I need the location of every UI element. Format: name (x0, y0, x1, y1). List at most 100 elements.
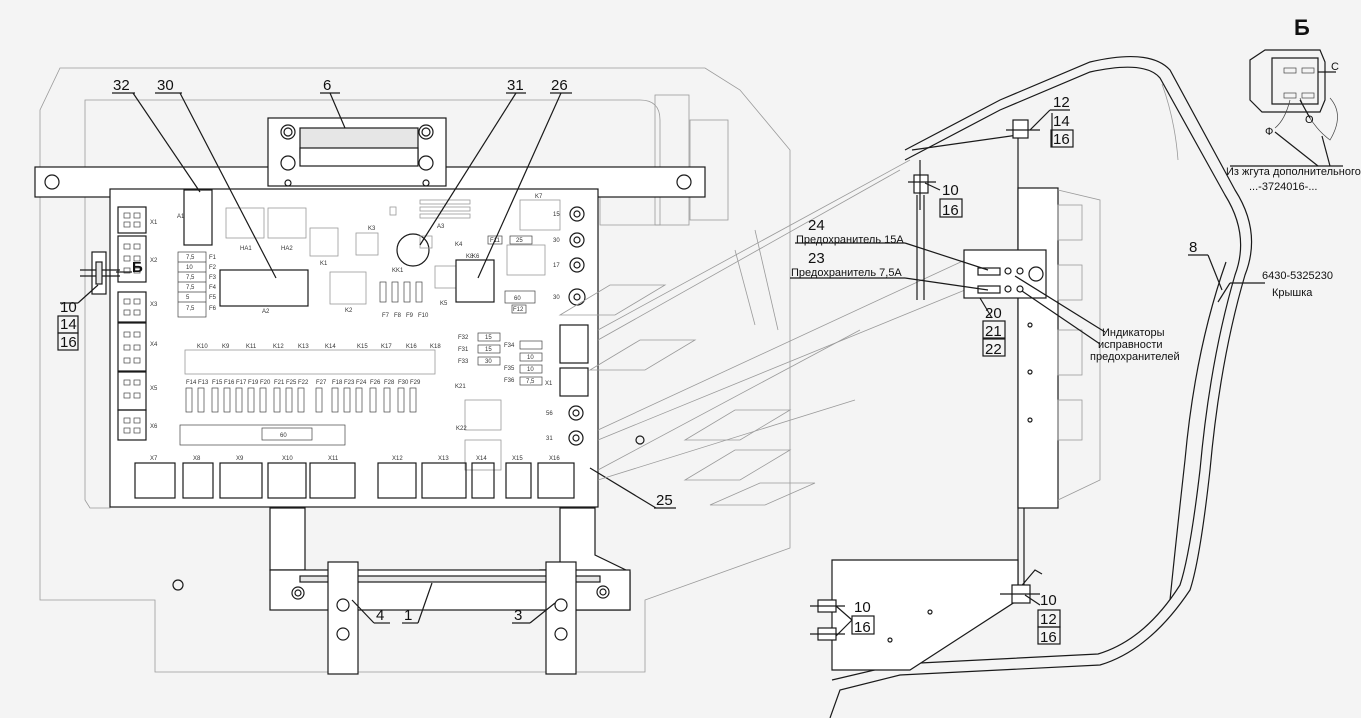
svg-text:F11: F11 (490, 238, 501, 244)
label-harness-1: Из жгута дополнительного (1226, 166, 1361, 178)
svg-text:X10: X10 (282, 456, 293, 462)
callout-3: 3 (514, 607, 522, 624)
callout-31: 31 (507, 77, 524, 94)
left-side-bolt (80, 251, 120, 295)
svg-text:K11: K11 (246, 344, 257, 350)
svg-text:F4: F4 (209, 285, 217, 291)
callout-left-10: 10 (60, 299, 77, 316)
view-b-label-o: О (1305, 114, 1314, 126)
callout-left-14: 14 (60, 316, 77, 333)
callout-r-10a: 10 (942, 182, 959, 199)
svg-text:F14: F14 (186, 380, 197, 386)
svg-text:30: 30 (553, 295, 560, 301)
callout-r-12c: 12 (1040, 611, 1057, 628)
callout-r-16: 16 (1053, 131, 1070, 148)
svg-text:X9: X9 (236, 456, 244, 462)
svg-text:K17: K17 (381, 344, 392, 350)
label-indicators-2: исправности (1098, 339, 1163, 351)
svg-text:F27: F27 (316, 380, 327, 386)
svg-text:31: 31 (546, 436, 553, 442)
callout-box-16 (57, 332, 79, 351)
svg-text:F24: F24 (356, 380, 367, 386)
view-b-title: Б (1294, 15, 1310, 40)
callouts-left (60, 92, 676, 624)
callout-r-16b: 16 (854, 619, 871, 636)
label-part-number: 6430-5325230 (1262, 270, 1333, 282)
svg-text:F12: F12 (513, 307, 524, 313)
view-b-marker: Б (132, 259, 143, 276)
svg-text:X3: X3 (150, 302, 158, 308)
svg-text:X7: X7 (150, 456, 158, 462)
svg-text:F34: F34 (504, 343, 515, 349)
svg-text:K4: K4 (455, 242, 463, 248)
svg-text:A2: A2 (262, 309, 270, 315)
svg-text:7,5: 7,5 (186, 285, 195, 291)
svg-text:10: 10 (527, 367, 534, 373)
svg-text:25: 25 (516, 238, 523, 244)
svg-text:F33: F33 (458, 359, 469, 365)
svg-text:K5: K5 (440, 301, 448, 307)
svg-text:F15: F15 (212, 380, 223, 386)
bracket-6 (267, 117, 447, 187)
bottom-connectors: X7 X8 X9 X10 X11 X12 X13 X14 X15 X16 (134, 456, 575, 499)
callout-24: 24 (808, 217, 825, 234)
left-fuse-column: 7,5 10 7,5 7,5 5 7,5 F1 F2 F3 F4 F5 F6 (177, 251, 217, 318)
svg-text:F29: F29 (410, 380, 421, 386)
svg-text:K6: K6 (472, 254, 480, 260)
board-components: A1 HA1 HA2 A2 K1 K3 K2 A3 KK1 K4 K5 F7 F… (177, 189, 561, 319)
svg-text:10: 10 (527, 355, 534, 361)
callout-box-21 (982, 320, 1006, 339)
label-indicators-3: предохранителей (1090, 351, 1180, 363)
svg-text:F9: F9 (406, 313, 414, 319)
svg-text:X14: X14 (476, 456, 487, 462)
svg-text:F6: F6 (209, 306, 217, 312)
svg-text:K9: K9 (222, 344, 230, 350)
svg-text:30: 30 (553, 238, 560, 244)
svg-text:K8: K8 (466, 254, 474, 260)
right-terminals: 15 30 17 30 56 31 X1 (545, 206, 589, 446)
callout-r-10c: 10 (1040, 592, 1057, 609)
left-connectors: X1 X2 X3 X4 X5 X6 (117, 206, 158, 441)
svg-text:F35: F35 (504, 366, 515, 372)
svg-text:F1: F1 (209, 255, 217, 261)
svg-text:HA1: HA1 (240, 246, 252, 252)
view-b-label-c: С (1331, 61, 1339, 73)
label-fuse-75a: Предохранитель 7,5А (791, 267, 902, 279)
callout-26: 26 (551, 77, 568, 94)
callout-21: 21 (985, 323, 1002, 340)
label-cover: Крышка (1272, 287, 1313, 299)
svg-text:F7: F7 (382, 313, 390, 319)
callout-r-12: 12 (1053, 94, 1070, 111)
svg-text:K21: K21 (455, 384, 466, 390)
svg-text:F16: F16 (224, 380, 235, 386)
svg-text:60: 60 (514, 296, 521, 302)
bolt-right (676, 174, 692, 190)
svg-text:F23: F23 (344, 380, 355, 386)
svg-text:7,5: 7,5 (526, 379, 535, 385)
svg-text:60: 60 (280, 433, 287, 439)
svg-text:F17: F17 (236, 380, 247, 386)
bolt-left (44, 174, 60, 190)
svg-text:X6: X6 (150, 424, 158, 430)
svg-text:F2: F2 (209, 265, 217, 271)
svg-text:X1: X1 (150, 220, 158, 226)
svg-text:F22: F22 (298, 380, 309, 386)
svg-text:F28: F28 (384, 380, 395, 386)
svg-text:7,5: 7,5 (186, 306, 195, 312)
svg-text:K3: K3 (368, 226, 376, 232)
svg-text:K16: K16 (406, 344, 417, 350)
svg-text:K13: K13 (298, 344, 309, 350)
callout-box-22 (982, 338, 1006, 357)
fuse-relay-board (109, 188, 599, 508)
callout-32: 32 (113, 77, 130, 94)
svg-text:X15: X15 (512, 456, 523, 462)
svg-text:KK1: KK1 (392, 268, 404, 274)
svg-text:F20: F20 (260, 380, 271, 386)
callout-4: 4 (376, 607, 384, 624)
callout-25: 25 (656, 492, 673, 509)
svg-text:X13: X13 (438, 456, 449, 462)
svg-text:X8: X8 (193, 456, 201, 462)
harness-leader-1 (1274, 131, 1319, 167)
callout-box-r-16c (1037, 626, 1061, 645)
svg-text:F36: F36 (504, 378, 515, 384)
